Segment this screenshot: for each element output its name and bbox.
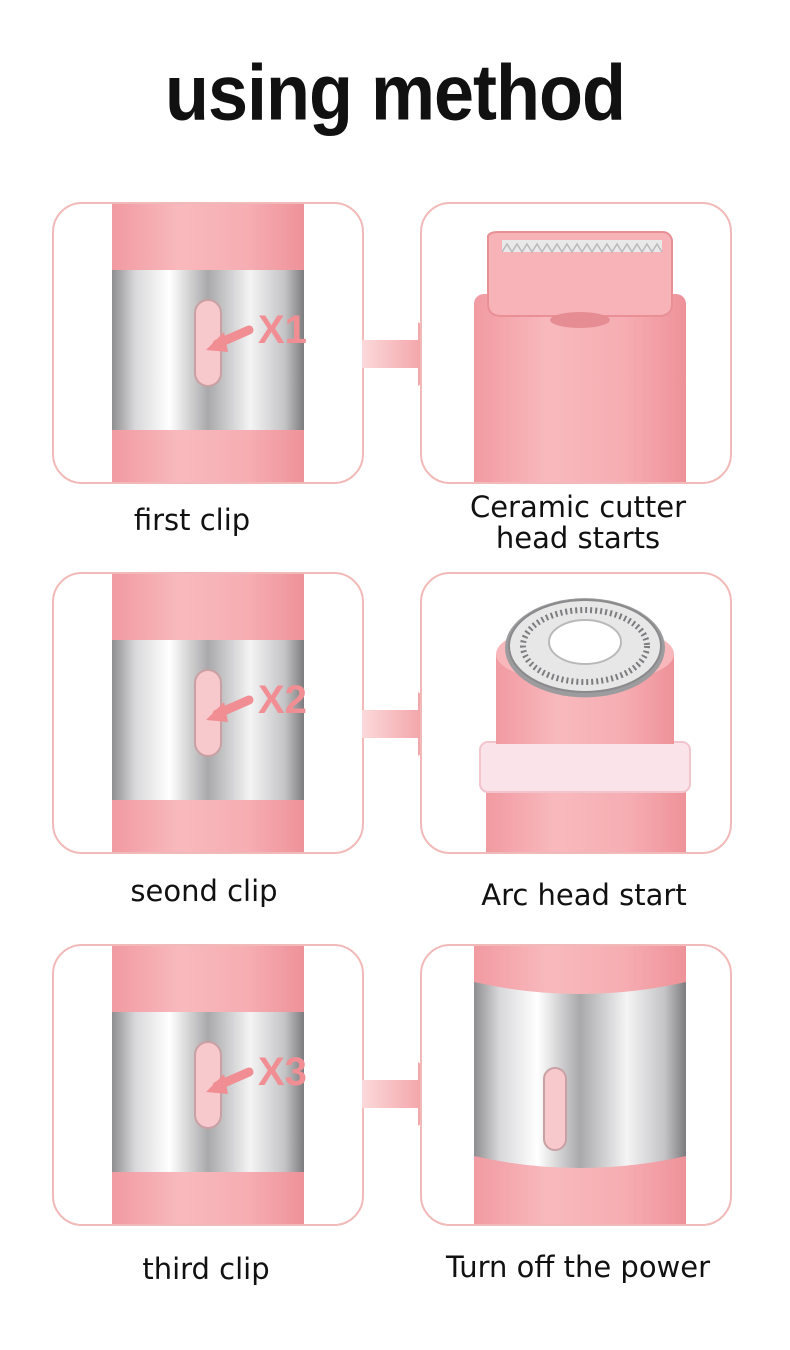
arc-head-image bbox=[479, 598, 691, 852]
step1-result-caption-line2: head starts bbox=[495, 521, 661, 555]
step2-panel: X2 bbox=[52, 572, 364, 854]
step3-result-caption: Turn off the power bbox=[445, 1250, 711, 1284]
step1-result-caption-line1: Ceramic cutter bbox=[469, 490, 687, 524]
click-count-label: X2 bbox=[258, 678, 307, 722]
step3-result-panel bbox=[420, 944, 732, 1226]
step3-caption: third clip bbox=[142, 1252, 270, 1286]
step1-result-panel bbox=[420, 202, 732, 484]
click-count-label: X1 bbox=[258, 308, 307, 352]
step1-panel: X1 bbox=[52, 202, 364, 484]
step2-result-caption: Arc head start bbox=[481, 878, 687, 912]
step3-panel: X3 bbox=[52, 944, 364, 1226]
device-switch-closeup bbox=[112, 574, 304, 852]
click-count-label: X3 bbox=[258, 1050, 307, 1094]
power-off-image bbox=[474, 946, 686, 1224]
device-switch-closeup bbox=[112, 204, 304, 482]
step1-result-caption: Ceramic cutter head starts bbox=[420, 492, 736, 554]
page-title: using method bbox=[165, 48, 626, 137]
ceramic-cutter-head-image bbox=[474, 231, 686, 482]
power-switch bbox=[543, 1067, 567, 1151]
step2-caption: seond clip bbox=[130, 874, 278, 908]
step1-caption: first clip bbox=[133, 503, 251, 537]
device-switch-closeup bbox=[112, 946, 304, 1224]
step2-result-panel bbox=[420, 572, 732, 854]
